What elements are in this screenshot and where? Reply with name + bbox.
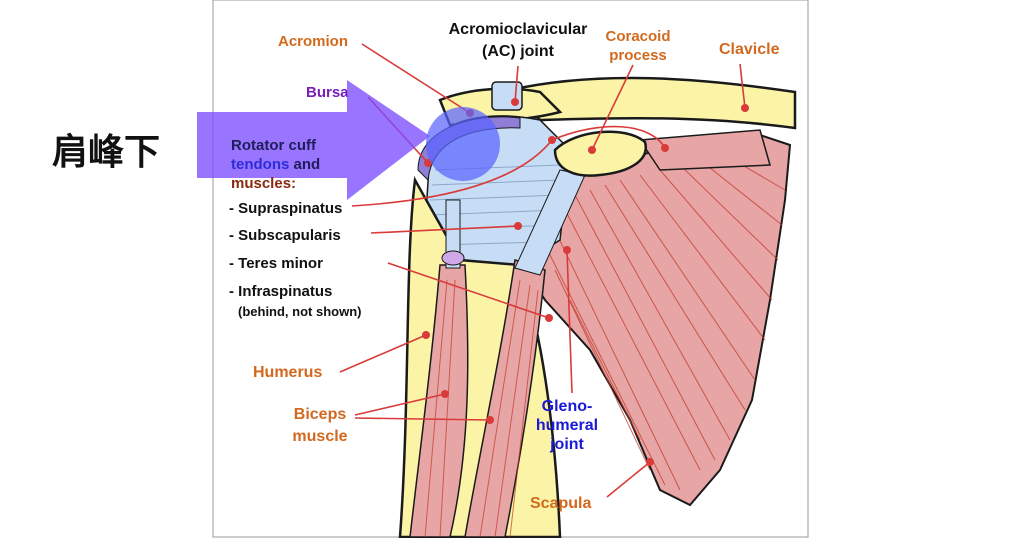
label-supraspinatus: - Supraspinatus <box>229 200 342 217</box>
label-ac-joint-2: (AC) joint <box>482 43 555 60</box>
label-coracoid-2: process <box>609 47 667 64</box>
clavicle-bone <box>507 76 797 130</box>
biceps-long-head <box>409 264 469 538</box>
label-gleno-1: Gleno- <box>542 398 593 415</box>
pectoral-muscle <box>638 129 771 171</box>
ac-joint-cap <box>491 81 523 111</box>
label-subscapularis: - Subscapularis <box>229 227 341 244</box>
label-scapula: Scapula <box>530 495 591 512</box>
label-rotator-1: Rotator cuff <box>231 137 317 154</box>
label-rotator-and: and <box>289 156 320 173</box>
label-biceps-2: muscle <box>292 428 347 445</box>
label-bursa: Bursa <box>306 84 349 101</box>
coracoid-bone <box>553 130 648 177</box>
label-acromion: Acromion <box>278 33 348 50</box>
label-humerus: Humerus <box>253 364 322 381</box>
label-biceps-1: Biceps <box>294 406 347 423</box>
label-gleno-3: joint <box>549 436 584 453</box>
arrow-overlay <box>197 80 430 200</box>
muscle-fibres <box>544 151 786 491</box>
label-infraspinatus: - Infraspinatus <box>229 283 332 300</box>
label-ac-joint-1: Acromioclavicular <box>449 21 588 38</box>
label-gleno-2: humeral <box>536 417 598 434</box>
leader-lines <box>339 43 746 498</box>
label-rotator-2: tendons and <box>231 156 320 173</box>
label-rotator-tendons: tendons <box>231 156 289 173</box>
label-clavicle: Clavicle <box>719 41 780 58</box>
annotation-subacromial: 肩峰下 <box>52 131 160 173</box>
label-rotator-3: muscles: <box>231 175 296 192</box>
biceps-short-head <box>464 259 546 538</box>
label-infraspinatus-note: (behind, not shown) <box>238 304 361 319</box>
label-coracoid-1: Coracoid <box>605 28 670 45</box>
tendon-sheath <box>441 250 465 266</box>
subacromial-highlight <box>426 107 500 181</box>
leader-dots <box>422 98 749 466</box>
biceps-fibres <box>424 279 539 538</box>
label-teres-minor: - Teres minor <box>229 255 323 272</box>
